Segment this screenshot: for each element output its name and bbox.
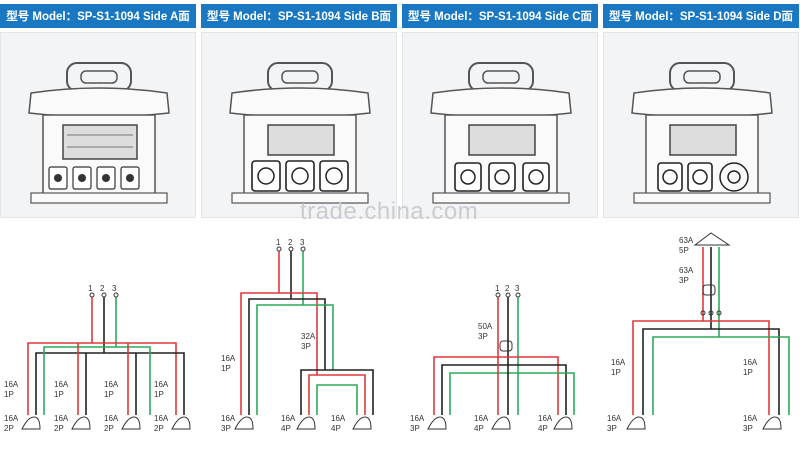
inlet-rating: 63A <box>679 236 694 245</box>
wiring-diagram-a: 1 2 3 16A 1P 16A 2P 16A 1P 16A 2P 16A 1P… <box>0 225 196 453</box>
breaker-rating: 16A <box>54 380 69 389</box>
panel-side-a: 型号 Model：SP-S1-1094 Side A面 <box>0 0 196 453</box>
panel-side-b: 型号 Model：SP-S1-1094 Side B面 <box>201 0 397 453</box>
socket-poles: 2P <box>154 424 164 433</box>
breaker-rating: 63A <box>679 266 694 275</box>
phase-label-2: 2 <box>505 284 510 293</box>
breaker-poles: 1P <box>54 390 64 399</box>
socket-poles: 2P <box>104 424 114 433</box>
breaker-rating: 16A <box>154 380 169 389</box>
socket-rating: 16A <box>474 414 489 423</box>
phase-label-1: 1 <box>276 238 281 247</box>
socket-poles: 2P <box>4 424 14 433</box>
product-image-side-d <box>603 32 799 218</box>
breaker-rating: 16A <box>611 358 626 367</box>
phase-label-2: 2 <box>100 284 105 293</box>
socket-rating: 16A <box>538 414 553 423</box>
socket-rating: 16A <box>4 414 19 423</box>
breaker-poles: 1P <box>611 368 621 377</box>
panel-side-d: 型号 Model：SP-S1-1094 Side D面 <box>603 0 799 453</box>
phase-label-1: 1 <box>495 284 500 293</box>
socket-rating: 16A <box>281 414 296 423</box>
socket-rating: 16A <box>331 414 346 423</box>
socket-poles: 2P <box>54 424 64 433</box>
breaker-poles: 1P <box>104 390 114 399</box>
wiring-diagram-b: 1 2 3 16A 1P 32A 3P 16A 3P 16A 4P 16A 4P <box>201 225 397 453</box>
breaker-poles: 3P <box>478 332 488 341</box>
panel-header: 型号 Model：SP-S1-1094 Side D面 <box>603 4 799 28</box>
phase-label-3: 3 <box>112 284 117 293</box>
socket-poles: 3P <box>607 424 617 433</box>
watermark: trade.china.com <box>300 198 479 225</box>
panel-header: 型号 Model：SP-S1-1094 Side B面 <box>201 4 397 28</box>
panel-title: 型号 Model：SP-S1-1094 Side B面 <box>206 11 392 23</box>
distribution-box-illustration <box>430 62 572 204</box>
socket-rating: 16A <box>154 414 169 423</box>
breaker-rating: 16A <box>104 380 119 389</box>
socket-rating: 16A <box>607 414 622 423</box>
panel-title: 型号 Model：SP-S1-1094 Side D面 <box>608 11 794 23</box>
panel-header: 型号 Model：SP-S1-1094 Side C面 <box>402 4 598 28</box>
socket-rating: 16A <box>104 414 119 423</box>
distribution-box-illustration <box>28 62 170 204</box>
phase-label-3: 3 <box>515 284 520 293</box>
breaker-rating: 16A <box>4 380 19 389</box>
socket-poles: 4P <box>331 424 341 433</box>
socket-poles: 3P <box>221 424 231 433</box>
socket-poles: 4P <box>474 424 484 433</box>
phase-label-1: 1 <box>88 284 93 293</box>
phase-label-2: 2 <box>288 238 293 247</box>
socket-poles: 3P <box>743 424 753 433</box>
wiring-diagram-c: 1 2 3 50A 3P 16A 3P 16A 4P 16A 4P <box>402 225 598 453</box>
breaker-rating: 16A <box>221 354 236 363</box>
product-image-side-a <box>0 32 196 218</box>
breaker-poles: 1P <box>221 364 231 373</box>
breaker-poles: 1P <box>154 390 164 399</box>
socket-rating: 16A <box>54 414 69 423</box>
wiring-diagram-d: 63A 5P 63A 3P 16A 1P 16A 1P 16A 3P 16A 3… <box>603 225 799 453</box>
breaker-poles: 1P <box>743 368 753 377</box>
socket-poles: 3P <box>410 424 420 433</box>
breaker-poles: 1P <box>4 390 14 399</box>
breaker-rating: 16A <box>743 358 758 367</box>
socket-rating: 16A <box>410 414 425 423</box>
breaker-rating: 32A <box>301 332 316 341</box>
breaker-poles: 3P <box>301 342 311 351</box>
product-image-side-b <box>201 32 397 218</box>
socket-poles: 4P <box>538 424 548 433</box>
distribution-box-illustration <box>631 62 773 204</box>
product-image-side-c <box>402 32 598 218</box>
phase-label-3: 3 <box>300 238 305 247</box>
socket-rating: 16A <box>221 414 236 423</box>
panel-title: 型号 Model：SP-S1-1094 Side A面 <box>6 11 190 23</box>
socket-rating: 16A <box>743 414 758 423</box>
socket-poles: 4P <box>281 424 291 433</box>
panel-title: 型号 Model：SP-S1-1094 Side C面 <box>407 11 593 23</box>
distribution-box-illustration <box>229 62 371 204</box>
breaker-rating: 50A <box>478 322 493 331</box>
panel-header: 型号 Model：SP-S1-1094 Side A面 <box>0 4 196 28</box>
panel-side-c: 型号 Model：SP-S1-1094 Side C面 <box>402 0 598 453</box>
breaker-poles: 3P <box>679 276 689 285</box>
inlet-poles: 5P <box>679 246 689 255</box>
